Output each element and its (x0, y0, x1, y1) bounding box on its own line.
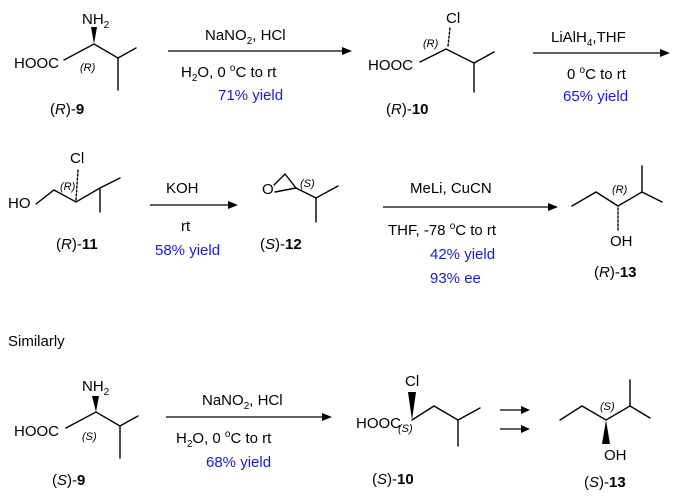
methyl-bond (457, 407, 481, 421)
hooc-label: HOOC (14, 423, 59, 440)
oh-label: OH (610, 233, 633, 250)
arrow-head (548, 203, 558, 211)
reagent-label: KOH (166, 180, 199, 197)
methyl-bond (641, 191, 663, 203)
methyl-bond (629, 405, 651, 419)
yield-label: 71% yield (218, 87, 283, 104)
skeleton-bond (419, 48, 475, 93)
reaction-step-3: KOH rt 58% yield (150, 180, 238, 259)
compound-r-11: Cl HO (R) (R)-11 (8, 150, 121, 253)
skeleton-bond (63, 43, 119, 91)
skeleton-bond (559, 379, 631, 421)
yield-label: 68% yield (206, 454, 271, 471)
stereo-descriptor: (S) (300, 178, 315, 190)
stereo-descriptor: (R) (423, 38, 439, 50)
hash-bond (447, 27, 451, 47)
reagent-label: LiAlH4,THF (551, 29, 626, 49)
cl-label: Cl (446, 10, 460, 27)
condition-label: THF, -78 oC to rt (388, 221, 497, 239)
compound-label: (S)-9 (52, 472, 85, 489)
o-label: O (262, 181, 274, 198)
ho-label: HO (8, 195, 31, 212)
arrow-head (521, 425, 530, 433)
ee-label: 93% ee (430, 270, 481, 287)
wedge-bond (91, 27, 97, 44)
condition-label: rt (181, 218, 191, 235)
reaction-step-2: LiAlH4,THF 0 oC to rt 65% yield (533, 29, 670, 105)
yield-label: 42% yield (430, 246, 495, 263)
yield-label: 58% yield (155, 242, 220, 259)
hooc-label: HOOC (356, 415, 401, 432)
arrow-head (322, 413, 332, 421)
methyl-bond (117, 47, 137, 59)
stereo-descriptor: (R) (80, 62, 96, 74)
reagent-label: MeLi, CuCN (410, 180, 492, 197)
nh2-label: NH2 (82, 378, 110, 398)
reagent-label: NaNO2, HCl (202, 392, 283, 412)
epoxide-bond (273, 172, 298, 193)
similarly-label: Similarly (8, 333, 65, 350)
reaction-step-1: NaNO2, HCl H2O, 0 oC to rt 71% yield (168, 27, 352, 104)
condition-label: 0 oC to rt (567, 65, 627, 83)
hooc-label: HOOC (14, 55, 59, 72)
compound-label: (R)-11 (56, 236, 98, 253)
stereo-descriptor: (S) (600, 401, 615, 413)
compound-label: (R)-9 (50, 101, 84, 118)
compound-r-9: NH2 HOOC (R) (R)-9 (14, 11, 137, 118)
stereo-descriptor: (S) (82, 431, 97, 443)
wedge-bond (92, 396, 99, 412)
condition-label: H2O, 0 oC to rt (176, 429, 272, 450)
condition-label: H2O, 0 oC to rt (181, 63, 277, 84)
compound-label: (R)-13 (594, 264, 637, 281)
stereo-descriptor: (R) (60, 181, 76, 193)
compound-s-13: (S) OH (S)-13 (559, 379, 651, 491)
wedge-bond (408, 392, 416, 420)
oh-label: OH (604, 447, 627, 464)
hooc-label: HOOC (368, 57, 413, 74)
compound-r-13: (R) OH (R)-13 (571, 165, 663, 281)
compound-label: (S)-12 (260, 236, 302, 253)
compound-s-12: O (S) (S)-12 (260, 172, 339, 253)
yield-label: 65% yield (563, 88, 628, 105)
compound-label: (S)-13 (584, 474, 626, 491)
hash-bond (75, 169, 79, 201)
methyl-bond (473, 51, 495, 64)
skeleton-bond (35, 186, 101, 213)
reaction-step-5: NaNO2, HCl H2O, 0 oC to rt 68% yield (166, 392, 332, 471)
compound-s-9: NH2 HOOC (S) (S)-9 (14, 378, 139, 489)
methyl-bond (119, 415, 139, 427)
nh2-label: NH2 (82, 11, 110, 31)
compound-label: (S)-10 (372, 471, 414, 488)
reagent-label: NaNO2, HCl (205, 27, 286, 47)
compound-s-10: Cl HOOC (S) (S)-10 (356, 373, 481, 488)
stereo-descriptor: (S) (398, 423, 413, 435)
reaction-step-4: MeLi, CuCN THF, -78 oC to rt 42% yield 9… (383, 180, 558, 287)
cl-label: Cl (70, 150, 84, 167)
multistep-arrows (500, 406, 530, 433)
compound-r-10: Cl HOOC (R) (R)-10 (368, 10, 495, 118)
skeleton-bond (411, 405, 459, 447)
methyl-bond (99, 177, 121, 189)
arrow-head (660, 49, 670, 57)
skeleton-bond (571, 165, 643, 207)
arrow-head (521, 406, 530, 414)
stereo-descriptor: (R) (612, 184, 628, 196)
cl-label: Cl (405, 373, 419, 390)
compound-label: (R)-10 (386, 101, 429, 118)
skeleton-bond (65, 411, 121, 459)
arrow-head (228, 201, 238, 209)
wedge-bond (602, 420, 610, 444)
arrow-head (342, 47, 352, 55)
